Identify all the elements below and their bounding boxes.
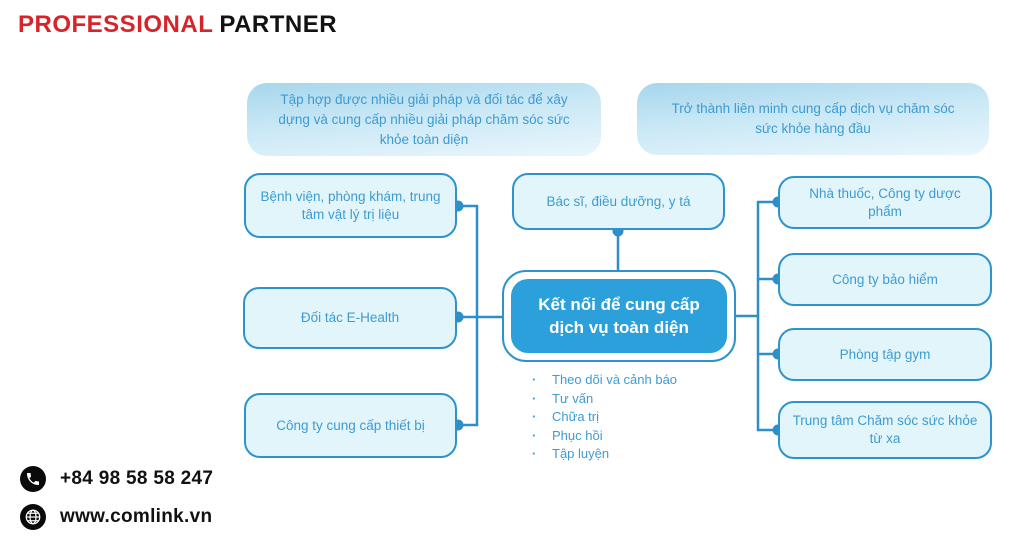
contact-website-row: www.comlink.vn <box>20 504 212 530</box>
phone-icon <box>20 466 46 492</box>
node-label: Công ty cung cấp thiết bị <box>276 417 425 433</box>
node-equipment-supplier: Công ty cung cấp thiết bị <box>244 393 457 458</box>
banner-alliance-goal: Trở thành liên minh cung cấp dịch vụ chă… <box>637 83 989 155</box>
service-list: Theo dõi và cảnh báo Tư vấn Chữa trị Phụ… <box>530 371 735 464</box>
hub-node: Kết nối để cung cấp dịch vụ toàn diện <box>502 270 736 362</box>
node-label: Trung tâm Chăm sóc sức khỏe từ xa <box>792 413 978 446</box>
node-label: Công ty bảo hiểm <box>832 271 938 287</box>
node-label: Bác sĩ, điều dưỡng, y tá <box>546 193 691 209</box>
banner-solutions-goal-text: Tập hợp được nhiều giải pháp và đối tác … <box>278 91 570 147</box>
node-remote-care-center: Trung tâm Chăm sóc sức khỏe từ xa <box>778 401 992 459</box>
service-list-item: Theo dõi và cảnh báo <box>530 371 735 390</box>
node-pharmacies: Nhà thuốc, Công ty dược phẩm <box>778 176 992 229</box>
page-title-partner: PARTNER <box>219 11 338 38</box>
globe-icon <box>20 504 46 530</box>
service-list-item: Tập luyện <box>530 445 735 464</box>
node-label: Bệnh viện, phòng khám, trung tâm vật lý … <box>260 188 441 222</box>
node-insurance: Công ty bảo hiểm <box>778 253 992 306</box>
contact-phone-row: +84 98 58 58 247 <box>20 466 213 492</box>
page-title-professional: PROFESSIONAL <box>18 11 214 38</box>
banner-solutions-goal: Tập hợp được nhiều giải pháp và đối tác … <box>247 83 601 156</box>
node-label: Nhà thuốc, Công ty dược phẩm <box>809 185 961 219</box>
website-url: www.comlink.vn <box>60 506 213 527</box>
node-label: Đối tác E-Health <box>300 310 400 325</box>
node-ehealth-partner: Đối tác E-Health <box>243 287 457 349</box>
service-list-item: Chữa trị <box>530 408 735 427</box>
service-list-item: Phục hồi <box>530 427 735 446</box>
service-list-item: Tư vấn <box>530 390 735 409</box>
node-label: Phòng tập gym <box>839 346 931 362</box>
phone-number: +84 98 58 58 247 <box>60 468 214 489</box>
node-hospitals-clinics: Bệnh viện, phòng khám, trung tâm vật lý … <box>244 173 457 238</box>
node-medical-staff: Bác sĩ, điều dưỡng, y tá <box>512 173 725 230</box>
hub-label: Kết nối để cung cấp dịch vụ toàn diện <box>538 295 700 337</box>
hub-node-inner: Kết nối để cung cấp dịch vụ toàn diện <box>511 279 727 353</box>
node-gym: Phòng tập gym <box>778 328 992 381</box>
banner-alliance-goal-text: Trở thành liên minh cung cấp dịch vụ chă… <box>671 101 955 136</box>
